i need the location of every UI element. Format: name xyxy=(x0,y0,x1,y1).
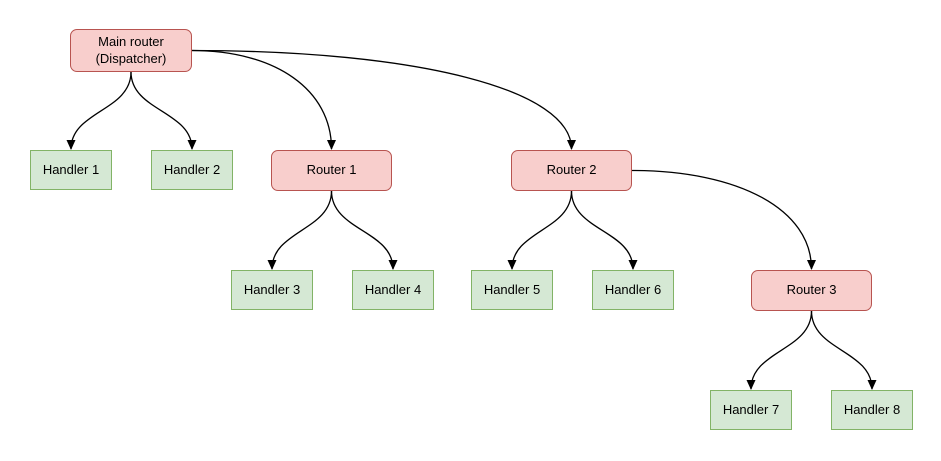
node-router-1: Router 1 xyxy=(271,150,392,191)
node-handler-3: Handler 3 xyxy=(231,270,313,310)
node-handler-1: Handler 1 xyxy=(30,150,112,190)
node-label-handler-5: Handler 5 xyxy=(483,281,541,297)
edge-router-3-to-handler-7 xyxy=(746,310,813,390)
node-label-handler-8: Handler 8 xyxy=(843,401,901,417)
node-handler-7: Handler 7 xyxy=(710,390,792,430)
edge-router-2-to-router-3 xyxy=(631,169,816,270)
node-handler-2: Handler 2 xyxy=(151,150,233,190)
node-label-handler-2: Handler 2 xyxy=(163,161,221,177)
edge-main-router-to-router-1 xyxy=(191,49,336,150)
node-label-handler-7: Handler 7 xyxy=(722,401,780,417)
edge-router-2-to-handler-6 xyxy=(570,190,638,270)
node-label-main-router: Main router (Dispatcher) xyxy=(95,34,167,66)
edge-main-router-to-router-2 xyxy=(191,49,576,150)
node-handler-8: Handler 8 xyxy=(831,390,913,430)
edge-router-1-to-handler-4 xyxy=(330,190,398,270)
edge-router-3-to-handler-8 xyxy=(810,310,877,390)
node-handler-4: Handler 4 xyxy=(352,270,434,310)
node-router-3: Router 3 xyxy=(751,270,872,311)
node-label-router-3: Router 3 xyxy=(786,282,837,298)
node-label-handler-1: Handler 1 xyxy=(42,161,100,177)
node-handler-6: Handler 6 xyxy=(592,270,674,310)
node-router-2: Router 2 xyxy=(511,150,632,191)
node-label-router-2: Router 2 xyxy=(546,162,597,178)
node-label-handler-6: Handler 6 xyxy=(604,281,662,297)
node-label-handler-3: Handler 3 xyxy=(243,281,301,297)
node-main-router: Main router (Dispatcher) xyxy=(70,29,192,72)
node-label-handler-4: Handler 4 xyxy=(364,281,422,297)
node-label-router-1: Router 1 xyxy=(306,162,357,178)
edge-router-1-to-handler-3 xyxy=(267,190,333,270)
edge-router-2-to-handler-5 xyxy=(507,190,573,270)
edge-main-router-to-handler-2 xyxy=(130,71,197,150)
node-handler-5: Handler 5 xyxy=(471,270,553,310)
edge-main-router-to-handler-1 xyxy=(66,71,132,150)
